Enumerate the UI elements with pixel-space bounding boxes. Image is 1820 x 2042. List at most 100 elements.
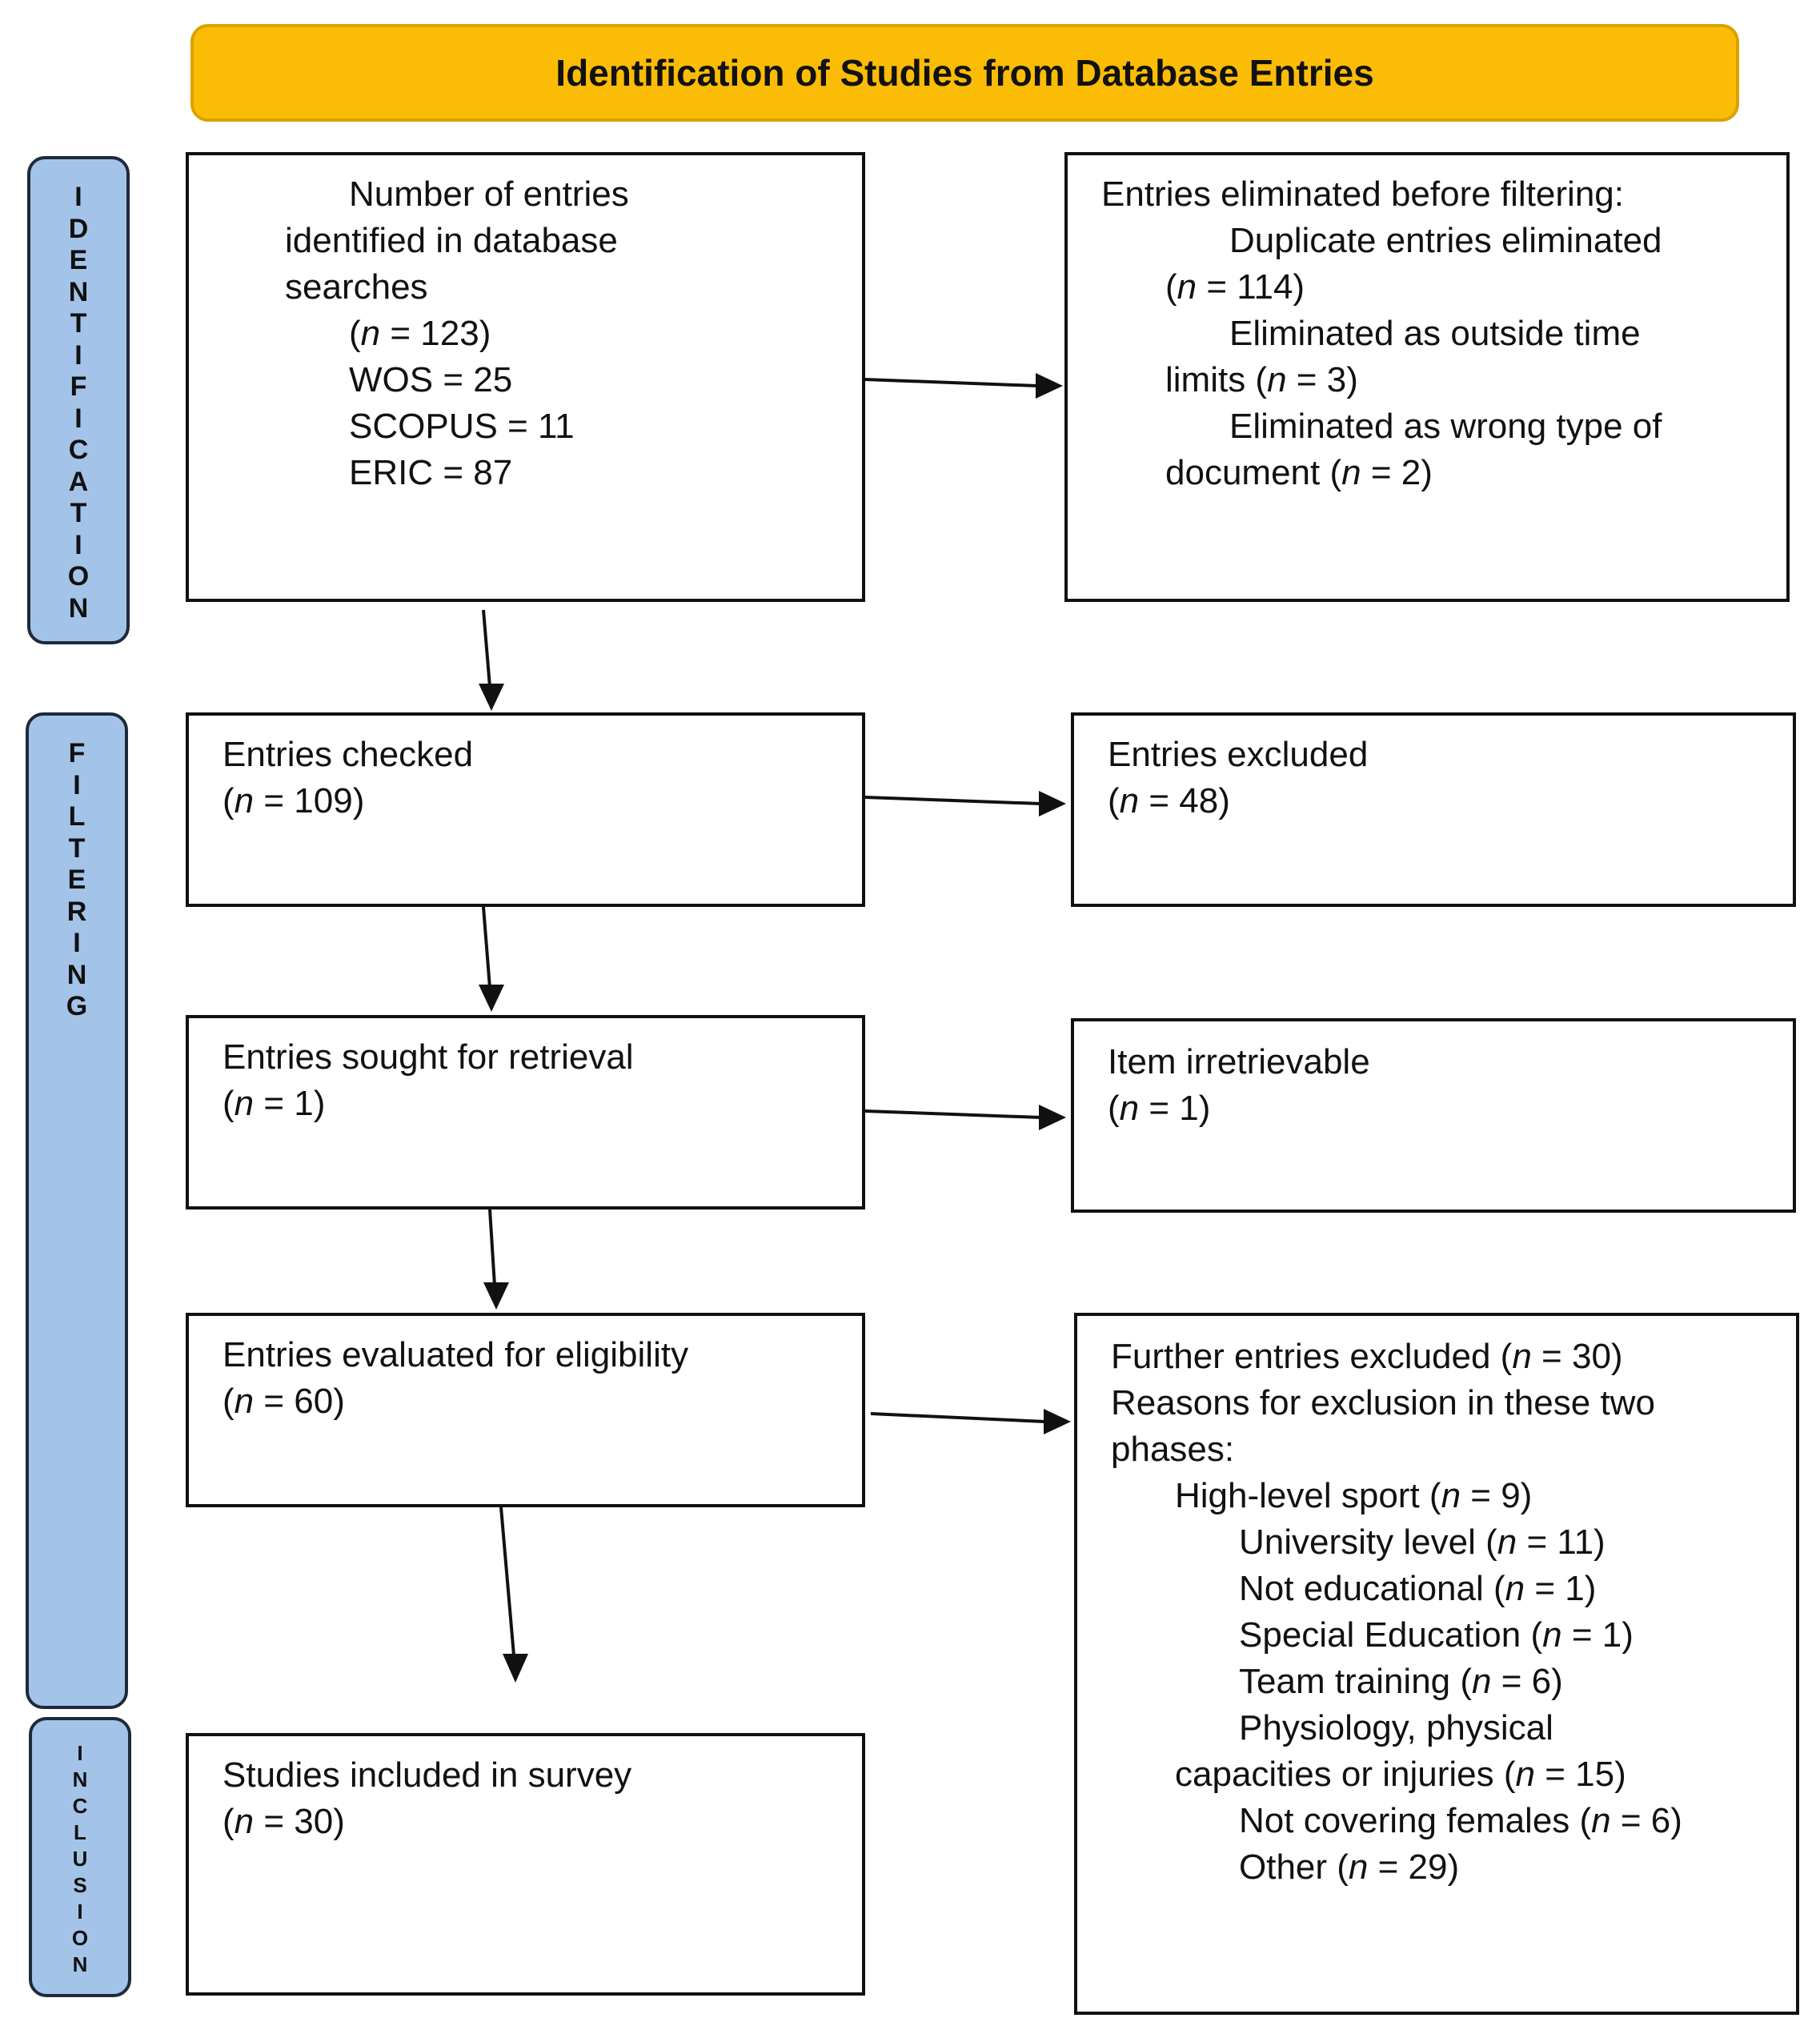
phase-letter: S [73, 1873, 87, 1897]
reason-item: Not covering females (n = 6) [1239, 1801, 1682, 1840]
checked-label: Entries checked [222, 735, 474, 774]
phase-letter: O [71, 1926, 89, 1950]
identified-wos: WOS = 25 [349, 360, 513, 399]
identified-line3: searches [285, 267, 428, 307]
box-sought: Entries sought for retrieval (n = 1) [186, 1015, 865, 1210]
box-identified: Number of entries identified in database… [186, 152, 865, 602]
reason-item: Team training (n = 6) [1239, 1662, 1563, 1701]
phase-letter: F [68, 738, 86, 768]
identified-eric: ERIC = 87 [349, 453, 513, 492]
sought-count: (n = 1) [222, 1084, 326, 1123]
evaluated-count: (n = 60) [222, 1382, 345, 1421]
eliminated-duplicate: Duplicate entries eliminated [1229, 221, 1662, 260]
phase-letter: R [66, 896, 87, 927]
box-further-excluded: Further entries excluded (n = 30) Reason… [1074, 1313, 1799, 2015]
excluded-label: Entries excluded [1108, 735, 1369, 774]
phase-letter: I [77, 1900, 83, 1924]
arrow-evaluated-to-further [870, 1412, 1046, 1423]
phase-letter: I [74, 339, 82, 371]
eliminated-heading: Entries eliminated before filtering: [1101, 175, 1624, 214]
phase-letter: N [66, 959, 87, 990]
excluded-count: (n = 48) [1108, 781, 1230, 820]
box-checked: Entries checked (n = 109) [186, 712, 865, 907]
phase-letter: L [68, 801, 86, 832]
identified-line1: Number of entries [349, 175, 629, 214]
box-irretrievable: Item irretrievable (n = 1) [1071, 1018, 1796, 1213]
phase-letter: N [68, 592, 89, 624]
phase-letter: D [68, 213, 89, 244]
arrow-checked-to-excluded [864, 796, 1041, 805]
phase-letter: N [72, 1767, 88, 1791]
checked-count: (n = 109) [222, 781, 365, 820]
reason-item: capacities or injuries (n = 15) [1175, 1755, 1626, 1794]
header-banner: Identification of Studies from Database … [190, 24, 1739, 122]
phase-letter: I [74, 529, 82, 560]
box-eliminated: Entries eliminated before filtering: Dup… [1064, 152, 1790, 602]
arrowhead-irretrievable [1039, 1105, 1066, 1130]
arrow-evaluated-to-included [499, 1506, 515, 1656]
phase-letter: I [74, 182, 82, 212]
eliminated-duplicate-count: (n = 114) [1165, 267, 1305, 307]
phase-letter: O [67, 561, 90, 592]
arrow-identified-to-checked [482, 609, 491, 688]
arrowhead-excluded [1039, 791, 1066, 816]
further-phases: phases: [1111, 1430, 1235, 1469]
reason-item: Special Education (n = 1) [1239, 1615, 1634, 1655]
phase-letter: I [74, 403, 82, 434]
box-excluded: Entries excluded (n = 48) [1071, 712, 1796, 907]
arrow-sought-to-evaluated [488, 1209, 496, 1286]
phase-letter: N [68, 276, 89, 307]
reason-item: Physiology, physical [1239, 1708, 1553, 1747]
box-included: Studies included in survey (n = 30) [186, 1733, 865, 1996]
phase-letter: N [72, 1952, 88, 1976]
identified-scopus: SCOPUS = 11 [349, 407, 575, 446]
identified-count: (n = 123) [349, 314, 491, 353]
reason-item: Not educational (n = 1) [1239, 1569, 1597, 1608]
phase-letter: T [68, 832, 86, 864]
irretrievable-count: (n = 1) [1108, 1089, 1211, 1128]
phase-letter: I [77, 1741, 83, 1765]
arrowhead-further [1044, 1409, 1071, 1434]
further-heading: Further entries excluded (n = 30) [1111, 1337, 1623, 1376]
phase-letter: C [68, 435, 89, 465]
identified-line2: identified in database [285, 221, 618, 260]
phase-letter: G [66, 991, 88, 1021]
arrowhead-eliminated [1036, 373, 1063, 399]
reason-list: High-level sport (n = 9) University level… [1111, 1473, 1796, 1891]
phase-letter: F [70, 371, 87, 402]
reason-item: Other (n = 29) [1239, 1847, 1460, 1887]
arrowhead-evaluated [483, 1282, 509, 1310]
reason-item: University level (n = 11) [1239, 1522, 1606, 1562]
arrow-sought-to-irretrievable [864, 1109, 1041, 1119]
page-title: Identification of Studies from Database … [555, 52, 1374, 94]
phase-letter: T [70, 498, 87, 528]
phase-letter: T [70, 308, 87, 339]
eliminated-time: Eliminated as outside time [1229, 314, 1641, 353]
reason-item: High-level sport (n = 9) [1175, 1476, 1533, 1515]
eliminated-type: Eliminated as wrong type of [1229, 407, 1662, 446]
arrowhead-sought [479, 985, 504, 1012]
included-label: Studies included in survey [222, 1755, 632, 1795]
phase-letter: C [72, 1794, 88, 1818]
arrow-checked-to-sought [482, 906, 491, 989]
phase-letter: L [74, 1820, 86, 1844]
phase-letter: E [69, 245, 88, 275]
box-evaluated: Entries evaluated for eligibility (n = 6… [186, 1313, 865, 1507]
phase-letter: I [73, 769, 81, 800]
irretrievable-label: Item irretrievable [1108, 1042, 1370, 1081]
evaluated-label: Entries evaluated for eligibility [222, 1335, 689, 1374]
phase-letter: A [68, 466, 89, 497]
arrow-identified-to-eliminated [864, 378, 1038, 387]
arrowhead-checked [479, 684, 504, 711]
arrowhead-included [503, 1654, 528, 1683]
phase-letter: U [72, 1847, 88, 1871]
phase-letter: E [67, 865, 86, 895]
further-reasons-heading: Reasons for exclusion in these two [1111, 1383, 1655, 1422]
eliminated-time-count: limits (n = 3) [1165, 360, 1358, 399]
phase-letter: I [73, 928, 81, 958]
eliminated-type-count: document (n = 2) [1165, 453, 1433, 492]
sought-label: Entries sought for retrieval [222, 1037, 634, 1077]
